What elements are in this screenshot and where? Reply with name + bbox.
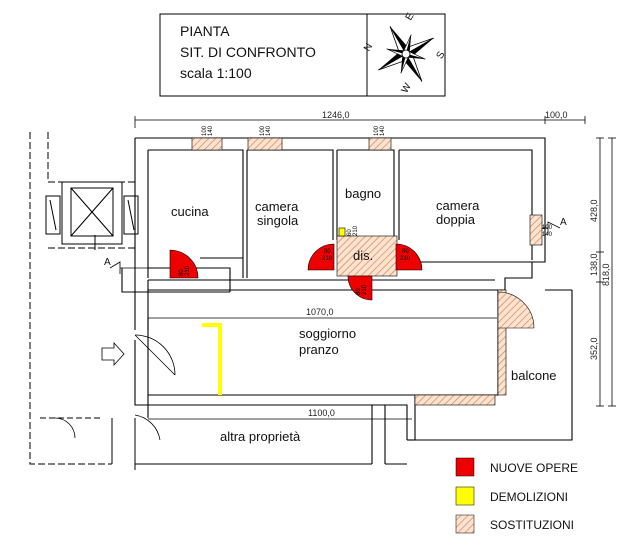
room-camera-singola-2: singola xyxy=(257,213,299,228)
dim-top-right: 100,0 xyxy=(545,110,568,120)
replacement-windows xyxy=(191,137,543,406)
svg-text:60: 60 xyxy=(347,229,353,236)
svg-text:100: 100 xyxy=(202,125,208,136)
svg-text:100: 100 xyxy=(542,225,553,231)
room-altra: altra proprietà xyxy=(220,429,301,444)
svg-text:140: 140 xyxy=(542,232,553,238)
svg-text:140: 140 xyxy=(380,125,386,136)
svg-text:100: 100 xyxy=(374,125,380,136)
room-soggiorno-2: pranzo xyxy=(299,342,339,357)
legend-label-replacement: SOSTITUZIONI xyxy=(490,518,574,532)
compass-n: N xyxy=(362,42,375,54)
legend-swatch-replacement xyxy=(455,514,475,534)
svg-text:80: 80 xyxy=(356,288,362,295)
door-labels: 80 210 60 210 80 210 80 210 80 210 xyxy=(179,225,411,295)
room-dis: dis. xyxy=(353,248,373,263)
dim-inner-low: 1100,0 xyxy=(308,408,335,418)
dim-right-upper: 428,0 xyxy=(589,199,599,222)
entry-arrow-icon xyxy=(101,341,125,367)
dim-right-total: 818,0 xyxy=(601,263,611,286)
legend-swatch-new xyxy=(455,457,475,477)
compass-s: S xyxy=(435,49,448,61)
legend-swatch-demolition xyxy=(455,486,475,506)
svg-text:80: 80 xyxy=(402,249,409,255)
room-bagno: bagno xyxy=(345,186,381,201)
svg-text:210: 210 xyxy=(353,225,359,236)
svg-text:210: 210 xyxy=(185,265,191,276)
title-line-1: PIANTA xyxy=(180,23,230,39)
entrance-door xyxy=(54,334,176,441)
room-camera-doppia-2: doppia xyxy=(436,212,476,227)
dim-right-mid: 138,0 xyxy=(589,253,599,276)
svg-text:80: 80 xyxy=(324,249,331,255)
section-mark-left: A xyxy=(104,257,111,268)
new-doors xyxy=(169,227,423,301)
room-soggiorno-1: soggiorno xyxy=(299,326,356,341)
title-line-3: scala 1:100 xyxy=(180,65,252,81)
svg-text:140: 140 xyxy=(266,125,272,136)
section-mark-right: A xyxy=(560,217,567,228)
legend-label-demolition: DEMOLIZIONI xyxy=(490,490,568,504)
svg-text:210: 210 xyxy=(362,284,368,295)
dim-inner-mid: 1070,0 xyxy=(306,307,334,317)
svg-text:210: 210 xyxy=(400,256,411,262)
dimension-lines xyxy=(134,116,616,420)
room-labels: cucina camera singola bagno camera doppi… xyxy=(171,186,557,444)
svg-text:80: 80 xyxy=(179,269,185,276)
title-block: PIANTA SIT. DI CONFRONTO scala 1:100 xyxy=(159,13,446,97)
svg-text:140: 140 xyxy=(208,125,214,136)
dim-right-lower: 352,0 xyxy=(589,337,599,360)
legend-label-new: NUOVE OPERE xyxy=(490,461,578,475)
room-cucina: cucina xyxy=(171,204,209,219)
title-line-2: SIT. DI CONFRONTO xyxy=(180,44,316,60)
adjacent-stairwell xyxy=(29,132,139,470)
demolition-wall xyxy=(202,323,222,395)
svg-text:210: 210 xyxy=(322,256,333,262)
compass-w: W xyxy=(400,81,415,95)
dim-top-total: 1246,0 xyxy=(322,110,350,120)
room-camera-doppia-1: camera xyxy=(436,198,480,213)
legend: NUOVE OPERE DEMOLIZIONI SOSTITUZIONI xyxy=(455,457,578,534)
room-balcone: balcone xyxy=(511,368,557,383)
window-labels: 100 140 100 140 100 140 100 140 xyxy=(202,125,553,238)
room-camera-singola-1: camera xyxy=(255,199,299,214)
compass-e: E xyxy=(404,11,417,23)
svg-text:100: 100 xyxy=(260,125,266,136)
compass-rose-icon: N E S W xyxy=(362,11,448,95)
